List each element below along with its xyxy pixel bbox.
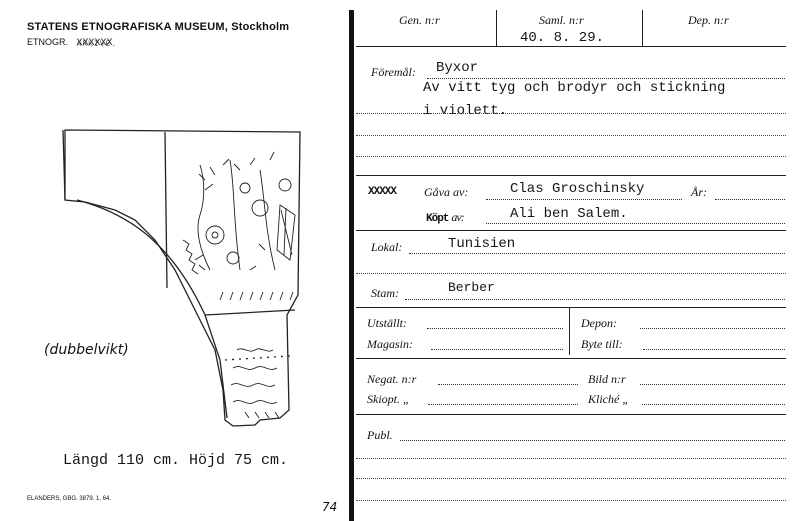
foremal-desc-1: Av vitt tyg och brodyr och stickning	[423, 80, 726, 96]
from-value: Ali ben Salem.	[510, 206, 628, 222]
trousers-sketch	[62, 129, 301, 427]
dimensions: Längd 110 cm. Höjd 75 cm.	[63, 452, 289, 469]
ar-label: År:	[691, 185, 707, 199]
section-rule-1	[356, 175, 786, 176]
utstallt-line	[427, 328, 563, 329]
depon-line	[640, 328, 785, 329]
foremal-desc-2: i violett.	[423, 103, 508, 119]
lokal-label: Lokal:	[371, 240, 403, 254]
utstallt-label: Utställt:	[367, 316, 408, 330]
page-mark: 74	[322, 500, 338, 514]
header-divider-2	[642, 10, 643, 46]
printer-mark: ELANDERS, GBG. 3879. 1. 64.	[27, 496, 112, 502]
publ-line	[400, 440, 785, 441]
bild-line	[640, 384, 785, 385]
rule-4	[356, 273, 786, 274]
saml-nr-label: Saml. n:r	[539, 13, 584, 27]
section-rule-5	[356, 414, 786, 415]
kliche-line	[642, 404, 785, 405]
dep-nr-label: Dep. n:r	[688, 13, 729, 27]
header-divider-1	[496, 10, 497, 46]
ar-line	[715, 199, 785, 200]
rule-3	[356, 156, 786, 157]
gava-value: Clas Groschinsky	[510, 181, 645, 197]
rule-1	[356, 113, 786, 114]
bild-label: Bild n:r	[588, 372, 626, 386]
kliche-label: Kliché „	[588, 392, 629, 406]
lokal-line	[409, 253, 785, 254]
foremal-line	[427, 78, 785, 79]
rule-7	[356, 500, 786, 501]
section-rule-2	[356, 230, 786, 231]
byte-label: Byte till:	[581, 337, 623, 351]
gava-line	[486, 199, 682, 200]
magasin-label: Magasin:	[367, 337, 413, 351]
museum-title: STATENS ETNOGRAFISKA MUSEUM, Stockholm	[27, 21, 290, 33]
gava-label: Gåva av:	[424, 185, 469, 199]
card-binding-bar	[349, 10, 354, 521]
depon-label: Depon:	[581, 316, 617, 330]
stam-label: Stam:	[371, 286, 399, 300]
skiopt-line	[428, 404, 578, 405]
foremal-value: Byxor	[436, 60, 479, 76]
negat-line	[438, 384, 578, 385]
stam-line	[405, 299, 785, 300]
lokal-value: Tunisien	[448, 236, 516, 252]
byte-line	[643, 349, 785, 350]
rule-2	[356, 135, 786, 136]
section-rule-3	[356, 307, 786, 308]
fold-note: (dubbelvikt)	[44, 342, 129, 358]
publ-label: Publ.	[367, 428, 393, 442]
etnogr-line: ETNOGR. ARKIVE. XXXXXX	[27, 37, 118, 49]
storage-divider	[569, 307, 570, 355]
struck-source: XXXXX	[368, 186, 397, 198]
stam-value: Berber	[448, 280, 495, 295]
header-underline	[356, 46, 786, 47]
foremal-label: Föremål:	[371, 65, 416, 79]
from-line	[486, 223, 785, 224]
skiopt-label: Skiopt. „	[367, 392, 410, 406]
section-rule-4	[356, 358, 786, 359]
rule-6	[356, 478, 786, 479]
saml-nr-value: 40. 8. 29.	[520, 30, 605, 46]
gen-nr-label: Gen. n:r	[399, 13, 440, 27]
struck-archive: ARKIVE. XXXXXX	[76, 38, 118, 49]
rule-5	[356, 458, 786, 459]
negat-label: Negat. n:r	[367, 372, 417, 386]
magasin-line	[431, 349, 563, 350]
